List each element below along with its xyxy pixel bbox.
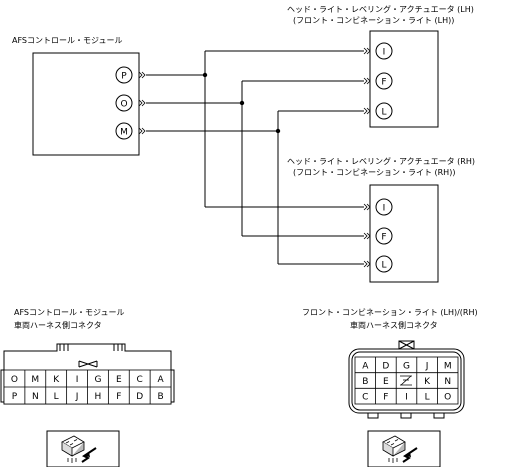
actuator-lh-connector-chevrons xyxy=(363,47,371,115)
connector-light-cavity-o: O xyxy=(444,393,451,403)
actuator-lh-box xyxy=(369,30,439,128)
module-title: AFSコントロール・モジュール xyxy=(12,36,122,45)
connector-light-blank-cavity xyxy=(400,375,412,386)
connector-module-cavity-d: D xyxy=(136,392,143,402)
actuator-lh-subtitle: (フロント・コンビネーション・ライト (LH)) xyxy=(293,16,454,25)
connector-module-view-icon xyxy=(46,430,120,467)
connector-light-cavity-g: G xyxy=(403,361,410,371)
actuator-rh-box xyxy=(369,184,439,283)
connector-module-cavity-c: C xyxy=(137,375,143,385)
connector-light-cavity-i: I xyxy=(405,393,408,403)
connector-module-cavity-n: N xyxy=(32,392,39,402)
connector-module-cavity-o: O xyxy=(11,375,18,385)
svg-text:I: I xyxy=(383,204,386,214)
connector-light-subtitle: 車両ハーネス側コネクタ xyxy=(350,320,438,330)
actuator-lh-title: ヘッド・ライト・レベリング・アクチュエータ (LH) xyxy=(287,4,474,14)
module-box xyxy=(32,52,140,156)
svg-text:F: F xyxy=(381,78,386,88)
connector-module-cavity-k: K xyxy=(53,375,60,385)
connector-module-cavity-l: L xyxy=(54,392,59,402)
connector-light-view-icon xyxy=(367,430,441,467)
connector-light-cavity-k: K xyxy=(424,377,431,387)
connector-module-cavity-a: A xyxy=(157,375,164,385)
svg-text:L: L xyxy=(381,261,386,271)
connector-light-body xyxy=(348,340,465,419)
svg-text:L: L xyxy=(381,108,386,118)
actuator-lh-pin-l: L xyxy=(375,102,393,120)
connector-module-cells: O M K I G E C A P N L J H F D B xyxy=(11,370,164,404)
harness-connector-icon xyxy=(61,435,97,463)
harness-connector-icon xyxy=(382,435,418,463)
connector-light-cavity-j: J xyxy=(425,361,429,371)
connector-light-cavity-c: C xyxy=(362,393,368,403)
connector-module-cavity-b: B xyxy=(157,392,163,402)
module-connector-chevrons xyxy=(138,71,146,135)
connector-light-cavity-a: A xyxy=(362,361,369,371)
connector-light-cavity-d: D xyxy=(382,361,389,371)
connector-light-cavity-m: M xyxy=(444,361,452,371)
connector-module-cavity-j: J xyxy=(75,392,79,402)
module-pin-p: P xyxy=(115,66,133,84)
connector-module-cavity-f: F xyxy=(116,392,121,402)
connector-module-cavity-m: M xyxy=(31,375,39,385)
connector-module-cavity-i: I xyxy=(76,375,79,385)
connector-module-cavity-e: E xyxy=(116,375,122,385)
actuator-lh-pin-f: F xyxy=(375,72,393,90)
actuator-rh-connector-chevrons xyxy=(363,203,371,268)
actuator-rh-pin-f: F xyxy=(375,227,393,245)
actuator-lh-pin-i: I xyxy=(375,42,393,60)
svg-text:M: M xyxy=(120,128,128,138)
connector-light-title: フロント・コンビネーション・ライト (LH)/(RH) xyxy=(302,308,478,317)
module-pin-o: O xyxy=(115,94,133,112)
connector-light-cavity-e: E xyxy=(383,377,389,387)
connector-module-cavity-h: H xyxy=(95,392,102,402)
wire-junctions xyxy=(202,72,281,134)
connector-module-cavity-p: P xyxy=(12,392,18,402)
svg-text:I: I xyxy=(383,48,386,58)
connector-light-cavity-n: N xyxy=(444,377,451,387)
actuator-rh-title: ヘッド・ライト・レベリング・アクチュエータ (RH) xyxy=(287,156,475,166)
connector-module-title: AFSコントロール・モジュール xyxy=(14,308,124,317)
actuator-rh-subtitle: (フロント・コンビネーション・ライト (RH)) xyxy=(293,168,455,177)
connector-light-cavity-b: B xyxy=(362,377,368,387)
connector-module-subtitle: 車両ハーネス側コネクタ xyxy=(14,320,102,330)
connector-module-cavity-g: G xyxy=(94,375,101,385)
connector-light-cells: A D G J M B E K N C F I L O xyxy=(362,357,452,404)
wires xyxy=(146,50,364,265)
actuator-rh-pin-i: I xyxy=(375,198,393,216)
svg-text:F: F xyxy=(381,233,386,243)
module-pin-m: M xyxy=(115,122,133,140)
connector-light-cavity-l: L xyxy=(425,393,430,403)
connector-light-cavity-f: F xyxy=(383,393,388,403)
svg-text:P: P xyxy=(121,72,127,82)
svg-text:O: O xyxy=(120,100,127,110)
actuator-rh-pin-l: L xyxy=(375,255,393,273)
